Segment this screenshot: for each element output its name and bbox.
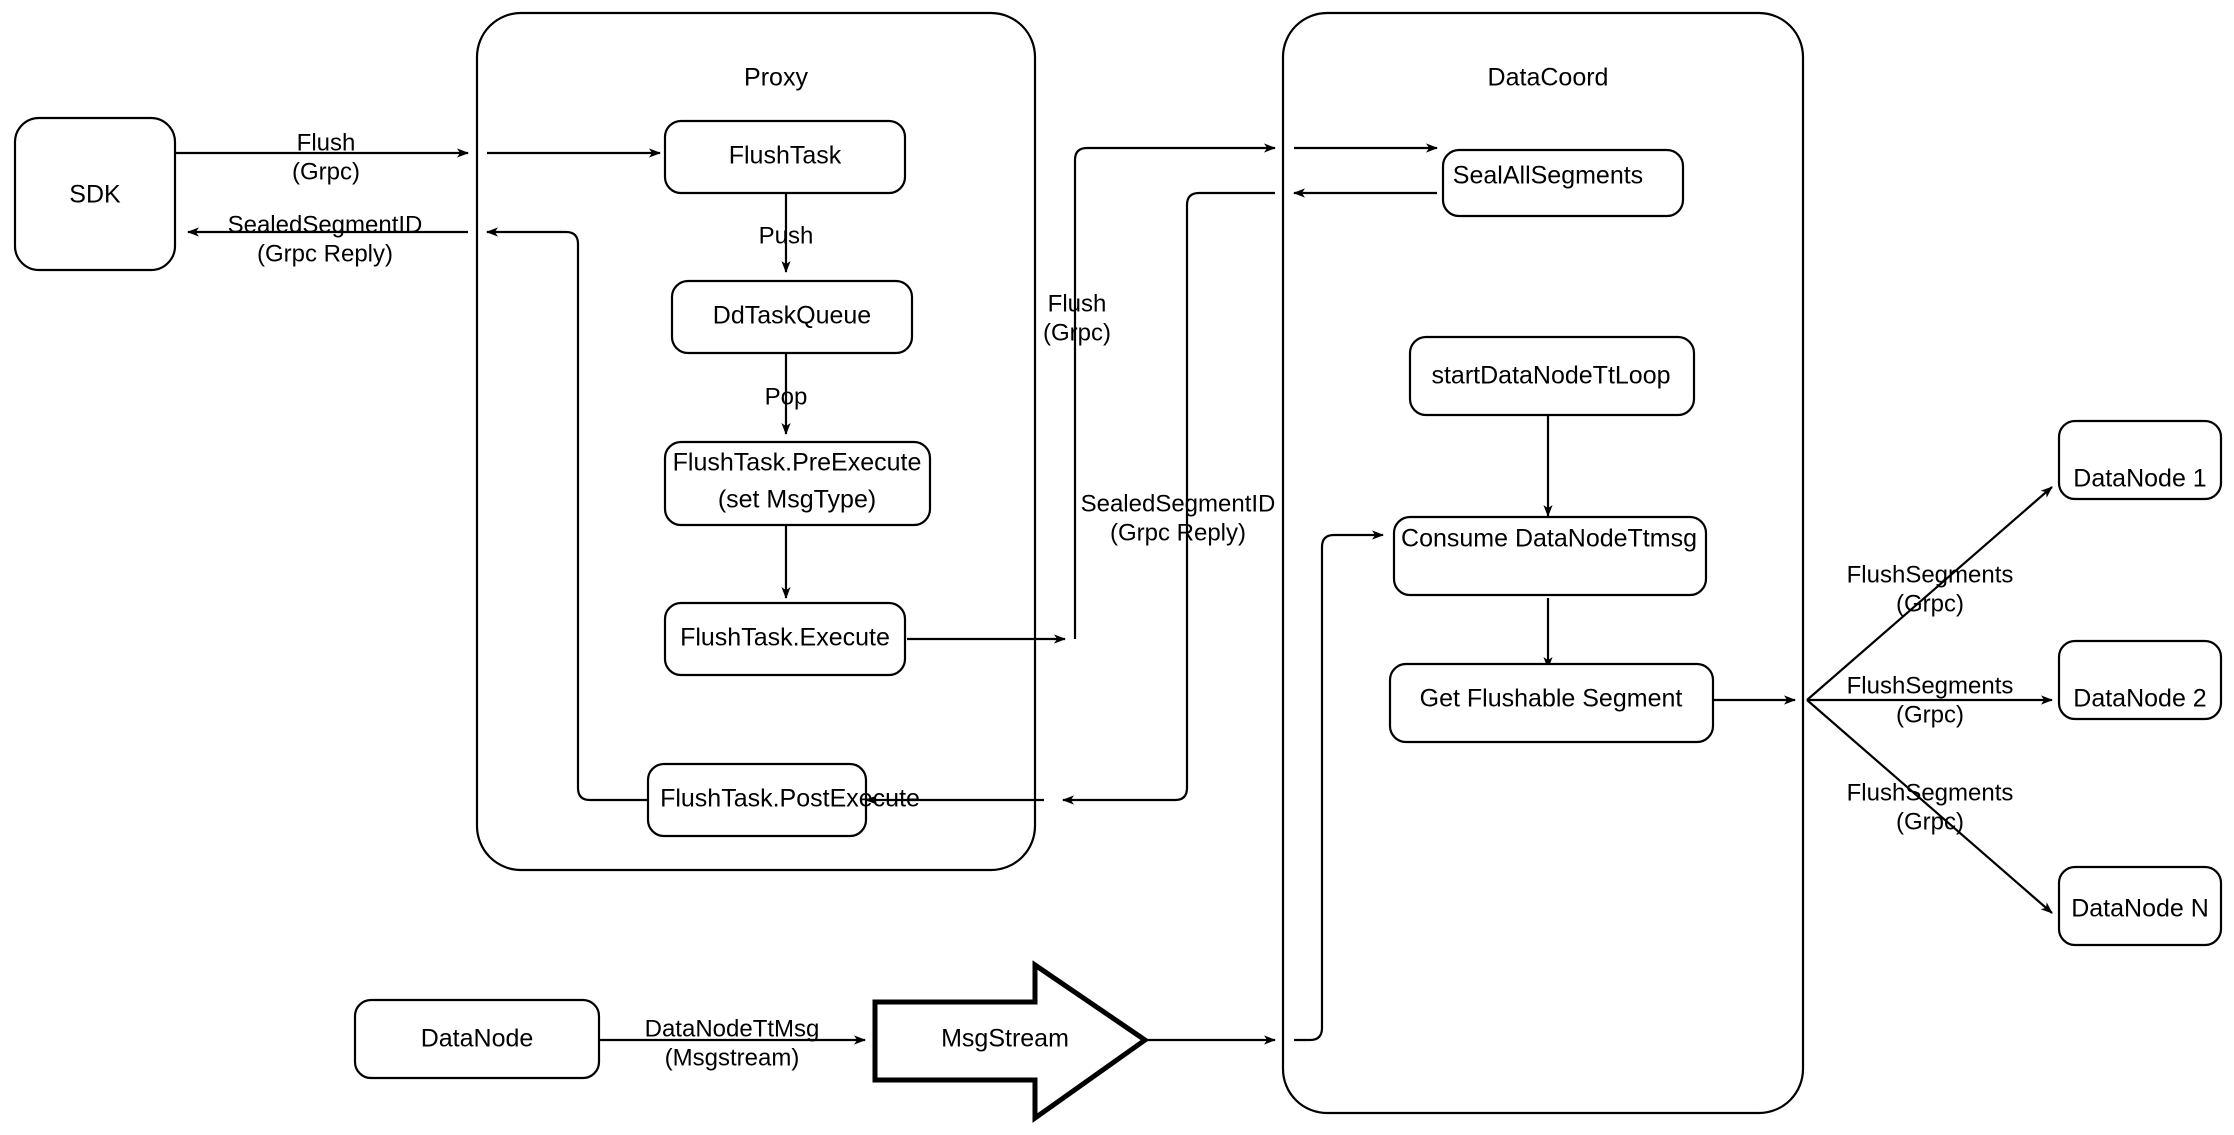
datanode-1-rect[interactable] bbox=[2057, 419, 2223, 501]
startdatanodettloop-rect[interactable] bbox=[1408, 335, 1696, 417]
node-ddtaskqueue[interactable]: DdTaskQueue bbox=[670, 279, 914, 355]
pop-label: Pop bbox=[765, 383, 808, 410]
edge-proxy-to-datacoord-flush bbox=[1073, 143, 1276, 639]
node-datanode-n[interactable]: DataNode N bbox=[2057, 865, 2223, 947]
node-sdk[interactable]: SDK bbox=[13, 116, 177, 272]
get-flushable-segment-label: Get Flushable Segment bbox=[1420, 685, 1683, 713]
node-datanode-2[interactable]: DataNode 2 bbox=[2057, 639, 2223, 721]
edge-label-sdk-to-proxy: Flush (Grpc) bbox=[292, 129, 360, 185]
datanode-2-label: DataNode 2 bbox=[2073, 685, 2206, 713]
datanode-n-rect[interactable] bbox=[2057, 865, 2223, 947]
consume-datanodettmsg-label: Consume DataNodeTtmsg bbox=[1401, 525, 1697, 553]
msgstream-label: MsgStream bbox=[941, 1025, 1069, 1053]
edge-datacoord-boundary-to-consume bbox=[1294, 530, 1384, 1042]
coord-to-proxy-label-line1: SealedSegmentID bbox=[1081, 490, 1276, 517]
postexecute-label: FlushTask.PostExecute bbox=[660, 785, 920, 813]
sdk-rect[interactable] bbox=[13, 116, 177, 272]
sealallsegments-rect[interactable] bbox=[1441, 148, 1685, 218]
edge-label-proxy-to-datacoord: Flush (Grpc) bbox=[1043, 290, 1111, 346]
flushtask-label: FlushTask bbox=[729, 142, 842, 170]
get-flushable-segment-rect[interactable] bbox=[1388, 662, 1715, 744]
proxy-to-sdk-label-line1: SealedSegmentID bbox=[228, 211, 423, 238]
postexecute-rect[interactable] bbox=[646, 762, 868, 838]
flushtask-rect[interactable] bbox=[663, 119, 907, 195]
edge-fanout-to-datanode-1 bbox=[1806, 486, 2053, 701]
preexecute-label-line1: FlushTask.PreExecute bbox=[673, 449, 922, 477]
sdk-label: SDK bbox=[69, 181, 121, 209]
datanode-bottom-rect[interactable] bbox=[353, 998, 601, 1080]
proxy-to-coord-label-line1: Flush bbox=[1048, 290, 1107, 317]
node-msgstream[interactable]: MsgStream bbox=[872, 960, 1150, 1123]
flushsegments-n-label-line2: (Grpc) bbox=[1896, 808, 1964, 835]
edge-label-datanode-ttmsg: DataNodeTtMsg (Msgstream) bbox=[645, 1015, 820, 1071]
datacoord-container-label: DataCoord bbox=[1488, 64, 1609, 92]
flushsegments-1-label-line1: FlushSegments bbox=[1847, 561, 2014, 588]
edge-postexecute-to-proxy-boundary bbox=[486, 227, 647, 802]
push-label: Push bbox=[759, 222, 814, 249]
execute-rect[interactable] bbox=[663, 601, 907, 677]
preexecute-rect[interactable] bbox=[663, 440, 932, 527]
edge-datacoord-to-proxy-sealedsegmentid bbox=[1062, 191, 1275, 805]
node-datanode-1[interactable]: DataNode 1 bbox=[2057, 419, 2223, 501]
execute-label: FlushTask.Execute bbox=[680, 624, 890, 652]
node-sealallsegments[interactable]: SealAllSegments bbox=[1441, 148, 1685, 218]
edge-label-datacoord-to-proxy: SealedSegmentID (Grpc Reply) bbox=[1081, 490, 1276, 546]
datanode-2-rect[interactable] bbox=[2057, 639, 2223, 721]
datanode-1-label: DataNode 1 bbox=[2073, 465, 2206, 493]
datanode-ttmsg-label-line2: (Msgstream) bbox=[665, 1044, 800, 1071]
datanode-ttmsg-label-line1: DataNodeTtMsg bbox=[645, 1015, 820, 1042]
startdatanodettloop-label: startDataNodeTtLoop bbox=[1431, 362, 1670, 390]
flushsegments-2-label-line2: (Grpc) bbox=[1896, 701, 1964, 728]
edge-label-proxy-to-sdk: SealedSegmentID (Grpc Reply) bbox=[228, 211, 423, 267]
consume-datanodettmsg-rect[interactable] bbox=[1392, 515, 1708, 597]
edge-label-flushsegments-2: FlushSegments (Grpc) bbox=[1847, 672, 2014, 728]
flushsegments-2-label-line1: FlushSegments bbox=[1847, 672, 2014, 699]
edge-label-flushsegments-n: FlushSegments (Grpc) bbox=[1847, 779, 2014, 835]
node-flushtask[interactable]: FlushTask bbox=[663, 119, 907, 195]
sdk-to-proxy-label-line1: Flush bbox=[297, 129, 356, 156]
ddtaskqueue-rect[interactable] bbox=[670, 279, 914, 355]
proxy-container-label: Proxy bbox=[744, 64, 808, 92]
node-flushtask-execute[interactable]: FlushTask.Execute bbox=[663, 601, 907, 677]
node-datanode-bottom[interactable]: DataNode bbox=[353, 998, 601, 1080]
edge-label-flushsegments-1: FlushSegments (Grpc) bbox=[1847, 561, 2014, 617]
flushsegments-1-label-line2: (Grpc) bbox=[1896, 590, 1964, 617]
node-get-flushable-segment[interactable]: Get Flushable Segment bbox=[1388, 662, 1715, 744]
node-startdatanodettloop[interactable]: startDataNodeTtLoop bbox=[1408, 335, 1696, 417]
flushsegments-n-label-line1: FlushSegments bbox=[1847, 779, 2014, 806]
node-flushtask-preexecute[interactable]: FlushTask.PreExecute (set MsgType) bbox=[663, 440, 932, 527]
node-consume-datanodettmsg[interactable]: Consume DataNodeTtmsg bbox=[1392, 515, 1708, 597]
sealallsegments-label: SealAllSegments bbox=[1453, 162, 1643, 190]
sdk-to-proxy-label-line2: (Grpc) bbox=[292, 158, 360, 185]
proxy-to-sdk-label-line2: (Grpc Reply) bbox=[257, 240, 393, 267]
node-flushtask-postexecute[interactable]: FlushTask.PostExecute bbox=[646, 762, 920, 838]
edge-fanout-to-datanode-n bbox=[1806, 699, 2053, 914]
coord-to-proxy-label-line2: (Grpc Reply) bbox=[1110, 519, 1246, 546]
ddtaskqueue-label: DdTaskQueue bbox=[713, 302, 871, 330]
datanode-bottom-label: DataNode bbox=[421, 1025, 534, 1053]
proxy-to-coord-label-line2: (Grpc) bbox=[1043, 319, 1111, 346]
datanode-n-label: DataNode N bbox=[2071, 895, 2209, 923]
msgstream-arrow-shape[interactable] bbox=[872, 960, 1150, 1123]
preexecute-label-line2: (set MsgType) bbox=[718, 486, 876, 514]
